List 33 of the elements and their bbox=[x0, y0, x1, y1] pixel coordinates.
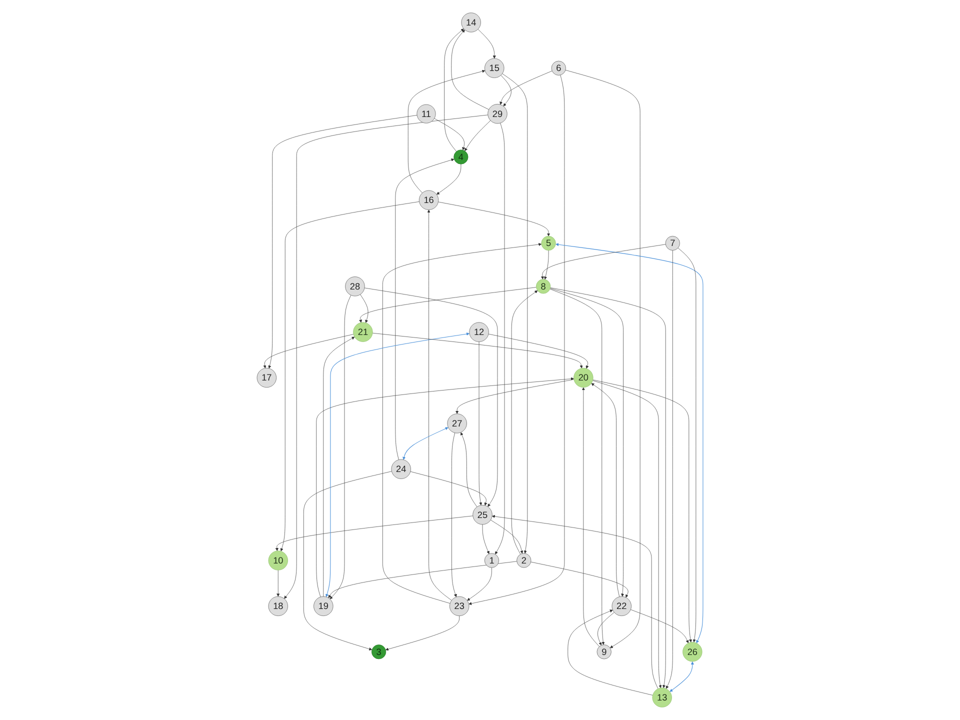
circle-node: 9 bbox=[596, 644, 612, 660]
circle-node: 18 bbox=[268, 596, 288, 616]
circle-node: 25 bbox=[472, 504, 492, 525]
circle-node: 1 bbox=[484, 553, 500, 568]
circle-node: 12 bbox=[469, 322, 489, 342]
circle-node: 10 bbox=[268, 550, 288, 570]
circle-node: 19 bbox=[314, 596, 334, 616]
circle-node: 5 bbox=[541, 236, 556, 251]
circle-node: 6 bbox=[551, 60, 566, 76]
circle-node: 13 bbox=[652, 688, 672, 708]
circle-node: 27 bbox=[447, 414, 467, 434]
circle-node: 4 bbox=[454, 150, 468, 164]
circle-node: 8 bbox=[536, 279, 551, 294]
circle-node: 29 bbox=[488, 104, 508, 124]
circle-node: 23 bbox=[450, 596, 470, 616]
circle-node: 24 bbox=[391, 459, 411, 479]
circle-node: 7 bbox=[665, 236, 680, 251]
circle-node: 20 bbox=[574, 368, 594, 388]
arrow bbox=[326, 332, 470, 598]
circle-node: 28 bbox=[345, 276, 365, 296]
circle-node: 21 bbox=[353, 322, 373, 342]
circle-node: 11 bbox=[416, 104, 436, 124]
arrow bbox=[670, 662, 694, 692]
circle-node: 15 bbox=[484, 58, 504, 78]
circle-node: 16 bbox=[418, 190, 439, 210]
circle-node: 26 bbox=[682, 642, 702, 662]
circle-node: 22 bbox=[612, 596, 632, 616]
arrow bbox=[556, 243, 704, 644]
circle-node: 3 bbox=[372, 644, 386, 660]
arrow bbox=[402, 427, 448, 460]
circle-node: 2 bbox=[516, 553, 532, 568]
circle-node: 17 bbox=[256, 368, 276, 388]
circle-node: 14 bbox=[461, 12, 481, 32]
